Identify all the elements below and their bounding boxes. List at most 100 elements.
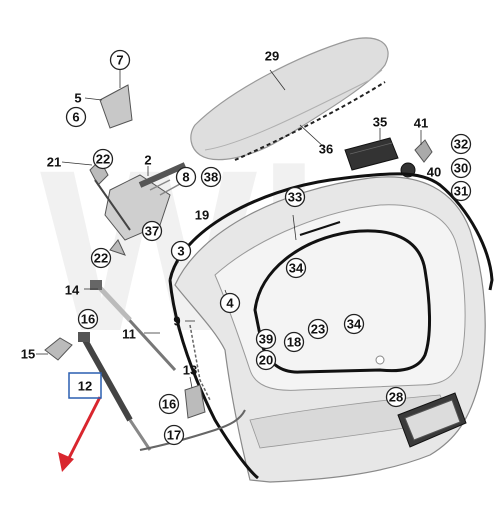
- callout-label: 13: [183, 363, 197, 378]
- callout-label: 2: [144, 153, 151, 168]
- leader-lines: [36, 69, 422, 389]
- spoiler-part: [190, 37, 389, 161]
- callout-label: 17: [167, 428, 181, 443]
- seal-outer: [168, 172, 494, 480]
- callout-circle: [170, 240, 192, 262]
- callout-l12: 12: [78, 379, 92, 394]
- callout-l15: 15: [21, 347, 35, 362]
- lower-strut: [78, 332, 152, 451]
- callout-c17: 17: [163, 424, 185, 446]
- callout-label: 20: [259, 353, 273, 368]
- callout-circle: [141, 220, 163, 242]
- callout-circle: [200, 166, 222, 188]
- callout-label: 22: [94, 251, 108, 266]
- callout-label: 30: [454, 161, 468, 176]
- part-35-module: [344, 137, 399, 171]
- callout-label: 12: [78, 379, 92, 394]
- callout-circle: [283, 331, 305, 353]
- callout-c31: 31: [450, 180, 472, 202]
- callout-circle: [90, 247, 112, 269]
- callout-l19: 19: [195, 208, 209, 223]
- callout-l9: 9: [173, 314, 180, 329]
- callout-label: 8: [182, 170, 189, 185]
- callout-c18: 18: [283, 331, 305, 353]
- callout-circle: [450, 180, 472, 202]
- callout-label: 37: [145, 224, 159, 239]
- callout-c8: 8: [175, 166, 197, 188]
- callout-label: 18: [287, 335, 301, 350]
- callout-circle: [385, 386, 407, 408]
- arrow-head: [58, 452, 74, 472]
- callout-c22a: 22: [92, 148, 114, 170]
- upper-strut: [90, 280, 177, 372]
- callout-circle: [255, 328, 277, 350]
- callout-label: 36: [319, 142, 333, 157]
- callout-circle: [65, 106, 87, 128]
- part-13-latch: [184, 384, 206, 419]
- callout-c20: 20: [255, 349, 277, 371]
- callout-c22b: 22: [90, 247, 112, 269]
- callout-label: 34: [347, 317, 362, 332]
- callout-label: 5: [74, 91, 81, 106]
- callout-circle: [450, 157, 472, 179]
- callout-label: 32: [454, 137, 468, 152]
- callout-c32: 32: [450, 133, 472, 155]
- callout-label: 23: [311, 322, 325, 337]
- callout-label: 41: [414, 116, 428, 131]
- part-28-plate-bracket: [397, 392, 467, 448]
- callout-circle: [255, 349, 277, 371]
- seal-inner: [253, 221, 431, 374]
- callout-label: 34: [289, 261, 304, 276]
- callout-label: 15: [21, 347, 35, 362]
- callout-circle: [343, 313, 365, 335]
- callout-circle: [109, 49, 131, 71]
- part-15-bracket: [44, 337, 73, 361]
- callout-label: 3: [177, 244, 184, 259]
- callout-l36: 36: [319, 142, 333, 157]
- callout-label: 16: [81, 312, 95, 327]
- callout-label: 38: [204, 170, 218, 185]
- callout-circle: [92, 148, 114, 170]
- callout-c34b: 34: [343, 313, 365, 335]
- part-12-highlight-box: [68, 372, 102, 399]
- callout-c34a: 34: [285, 257, 307, 279]
- callout-circle: [163, 424, 185, 446]
- callout-label: 28: [389, 390, 403, 405]
- callout-l41: 41: [414, 116, 428, 131]
- callout-label: 31: [454, 184, 468, 199]
- callout-label: 6: [72, 110, 79, 125]
- callout-label: 21: [47, 155, 61, 170]
- callout-circle: [307, 318, 329, 340]
- callout-label: 9: [173, 314, 180, 329]
- callout-circle: [158, 393, 180, 415]
- callout-l29: 29: [265, 49, 279, 64]
- callout-l35: 35: [373, 115, 387, 130]
- callout-label: 33: [288, 190, 302, 205]
- callout-c33: 33: [284, 186, 306, 208]
- callout-c37: 37: [141, 220, 163, 242]
- callout-label: 19: [195, 208, 209, 223]
- callout-c39: 39: [255, 328, 277, 350]
- callout-c4: 4: [219, 292, 241, 314]
- callout-label: 40: [427, 165, 441, 180]
- callout-l11: 11: [122, 327, 136, 342]
- highlight-arrow: [58, 396, 102, 472]
- arrow-shaft: [66, 396, 102, 461]
- callout-l5: 5: [74, 91, 81, 106]
- callout-circle: [219, 292, 241, 314]
- callout-label: 29: [265, 49, 279, 64]
- callout-label: 22: [96, 152, 110, 167]
- callout-c16a: 16: [77, 308, 99, 330]
- callout-circle: [77, 308, 99, 330]
- callout-c23: 23: [307, 318, 329, 340]
- callout-l2: 2: [144, 153, 151, 168]
- callout-circle: [175, 166, 197, 188]
- callout-label: 7: [116, 53, 123, 68]
- callout-circle: [450, 133, 472, 155]
- callout-l14: 14: [65, 283, 80, 298]
- callout-l40: 40: [427, 165, 441, 180]
- callout-c16b: 16: [158, 393, 180, 415]
- cable-harness: [139, 324, 246, 451]
- callout-label: 16: [162, 397, 176, 412]
